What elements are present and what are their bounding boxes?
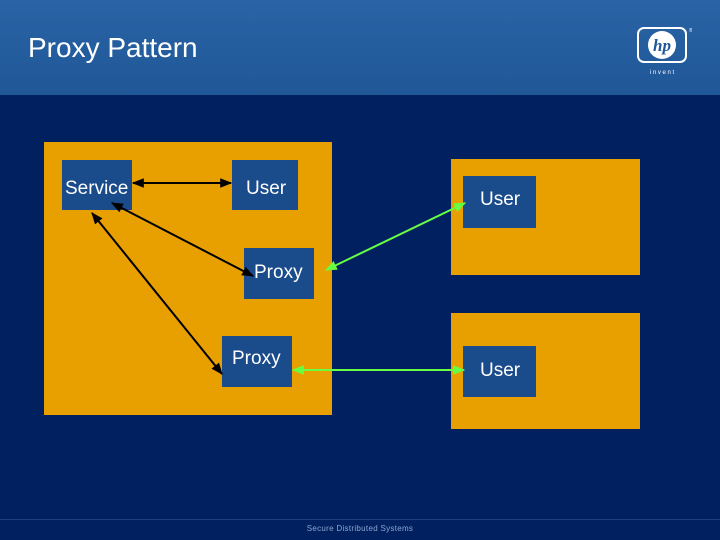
user-box-main: User bbox=[232, 160, 298, 210]
user-box-upper-right: User bbox=[463, 176, 536, 228]
service-label: Service bbox=[65, 178, 129, 199]
arrow-service-proxy-lower bbox=[91, 212, 223, 375]
service-box: Service bbox=[62, 160, 132, 210]
hp-logo-registered: ® bbox=[689, 27, 692, 34]
proxy-lower-label: Proxy bbox=[232, 348, 281, 369]
slide-header: Proxy Pattern hp ® i n v e n t bbox=[0, 0, 720, 95]
proxy-box-upper: Proxy bbox=[244, 248, 314, 299]
user-box-lower-right: User bbox=[463, 346, 536, 397]
slide-title: Proxy Pattern bbox=[28, 32, 198, 63]
proxy-upper-label: Proxy bbox=[254, 262, 303, 283]
slide-footer: Secure Distributed Systems bbox=[306, 524, 414, 533]
proxy-box-lower: Proxy bbox=[222, 336, 292, 387]
arrow-proxy-upper-user bbox=[324, 202, 467, 271]
hp-logo-mark: hp bbox=[653, 36, 671, 55]
user-lower-right-label: User bbox=[480, 360, 521, 381]
user-upper-right-label: User bbox=[480, 189, 521, 210]
hp-logo: hp ® i n v e n t bbox=[637, 27, 692, 76]
footer-divider bbox=[0, 519, 720, 520]
user-main-label: User bbox=[246, 178, 287, 199]
hp-logo-tagline: i n v e n t bbox=[650, 70, 675, 76]
